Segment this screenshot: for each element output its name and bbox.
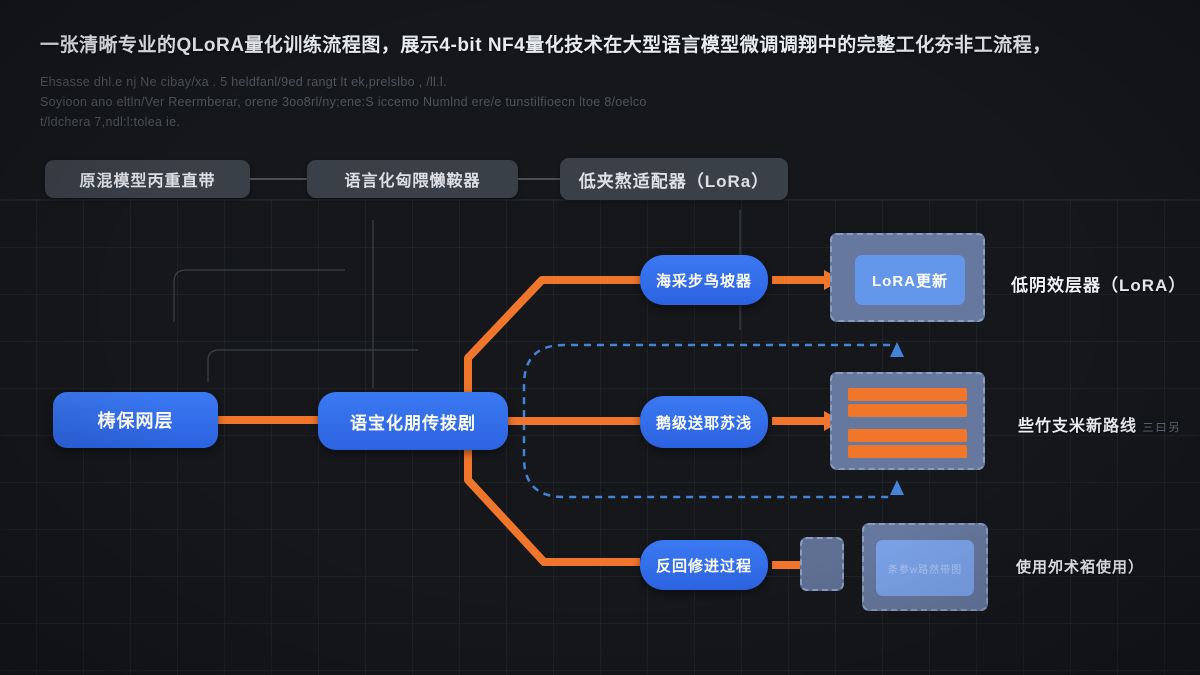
skip-connection-path xyxy=(522,343,890,499)
subtitle-line: Ehsasse dhl.e nj Ne cibay/xa . 5 heldfan… xyxy=(40,75,447,89)
checkpoint-box: 条参w路然带图 xyxy=(876,540,974,596)
node-label: 鹅级送耶苏浅 xyxy=(655,414,752,432)
label-checkpoint: 使用夘术袹使用） xyxy=(1016,559,1145,576)
lora-update-box: LoRA更新 xyxy=(855,255,965,305)
pill-connector xyxy=(250,178,307,180)
connector-quant-bottom xyxy=(464,450,640,566)
node-branch-bottom: 反回修进过程 xyxy=(640,540,768,590)
lora-update-label: LoRA更新 xyxy=(872,272,948,290)
node-label: 梼保网层 xyxy=(97,411,174,431)
trace-line xyxy=(207,349,418,382)
subtitle-line: t/ldchera 7,ndl:l:tolea ie. xyxy=(40,115,181,129)
label-update-route-main: 些竹支米新路线 xyxy=(1018,418,1138,435)
panel-small-block xyxy=(800,537,844,591)
weight-bar xyxy=(848,404,967,417)
header-pill-label: 低夹熬适配器（LoRa） xyxy=(578,171,770,191)
arrow-up-icon xyxy=(890,342,904,357)
connector-quant-top xyxy=(464,276,640,392)
node-label: 反回修进过程 xyxy=(655,557,752,575)
orange-flow-connectors xyxy=(212,276,824,569)
checkpoint-inner-text: 条参w路然带图 xyxy=(887,564,963,576)
arrow-up-icon xyxy=(890,480,904,495)
weight-bar xyxy=(848,388,967,401)
panel-lora-update: LoRA更新 xyxy=(830,233,985,322)
pill-connector xyxy=(518,178,560,180)
header-pill-label: 原混模型丙重直带 xyxy=(79,173,216,190)
node-branch-mid: 鹅级送耶苏浅 xyxy=(640,396,768,448)
skip-connection-dashed xyxy=(522,342,904,499)
label-lora-adapter: 低阴效层器（LoRA） xyxy=(1011,276,1187,295)
subtitle-line: Soyioon ano eltln/Ver Reermberar, orene … xyxy=(40,95,647,109)
header-pill-lora-adapter: 低夹熬适配器（LoRa） xyxy=(560,158,788,200)
weight-bar xyxy=(848,445,967,458)
panel-weight-bars xyxy=(830,372,985,470)
page-title: 一张清晰专业的QLoRA量化训练流程图，展示4-bit NF4量化技术在大型语言… xyxy=(40,35,1052,56)
trace-line xyxy=(173,269,345,322)
panel-checkpoint: 条参w路然带图 xyxy=(862,523,988,611)
decorative-traces xyxy=(173,210,741,388)
header-pill-label: 语言化匈隈懒鞍器 xyxy=(344,173,481,190)
node-quantization: 语宝化朋传拨剧 xyxy=(318,392,508,450)
node-label: 海采步鸟坡器 xyxy=(655,272,752,290)
node-label: 语宝化朋传拨剧 xyxy=(350,413,476,433)
subtitle-paragraph: Ehsasse dhl.e nj Ne cibay/xa . 5 heldfan… xyxy=(40,72,740,132)
node-input-layer: 梼保网层 xyxy=(53,392,218,448)
header-pill-quantizer: 语言化匈隈懒鞍器 xyxy=(307,160,518,198)
header-pill-original-weights: 原混模型丙重直带 xyxy=(45,160,250,198)
weight-bar xyxy=(848,429,967,442)
label-update-route-suffix: 三曰另 xyxy=(1142,422,1182,434)
node-branch-top: 海采步鸟坡器 xyxy=(640,255,768,305)
label-update-route: 些竹支米新路线 三曰另 xyxy=(1018,412,1181,436)
